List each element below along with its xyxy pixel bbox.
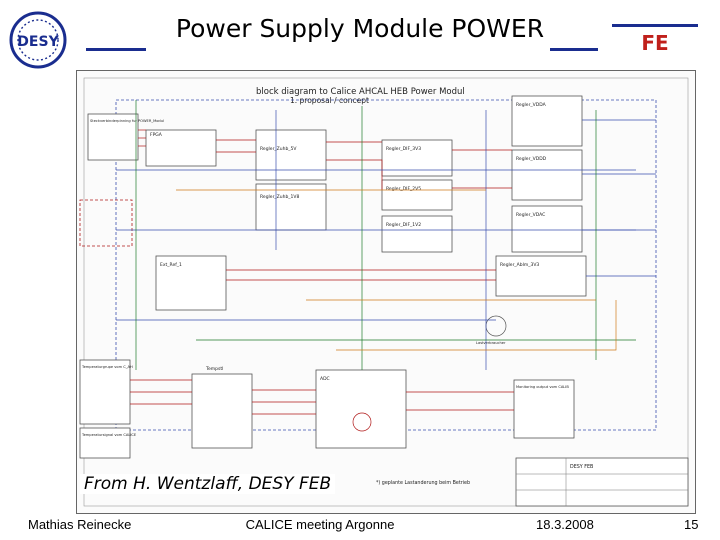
group-left-dashed <box>79 199 133 247</box>
block-ext-ref-label: Ext_Ref_1 <box>160 262 182 268</box>
sheet-heading: block diagram to Calice AHCAL HEB Power … <box>256 87 465 97</box>
block-regler-2v5 <box>381 179 453 211</box>
block-temp-sensors-2 <box>79 427 131 459</box>
block-regler-shunt-label: Regler_Ablm_3V3 <box>500 262 539 268</box>
block-regler-vdda-label: Regler_VDDA <box>516 102 547 108</box>
footer-date: 18.3.2008 <box>536 517 594 532</box>
block-regler-3v3 <box>381 139 453 177</box>
desy-logo: DESY <box>9 11 67 69</box>
block-regler-shunt <box>495 255 587 297</box>
block-regler-1v2 <box>381 215 453 253</box>
desy-logo-text: DESY <box>17 34 59 50</box>
block-regler-vddd-label: Regler_VDDD <box>516 156 547 162</box>
block-fpga-label: FPGA <box>150 132 163 138</box>
block-regler-vddd <box>511 149 583 201</box>
sheet-inner-frame <box>83 77 689 507</box>
title-block-text: DESY FEB <box>570 464 593 470</box>
block-regler-1v8-label: Regler_Zuhb_1V8 <box>260 194 300 200</box>
block-regler-3v3-label: Regler_DIF_3V3 <box>386 146 421 152</box>
fe-badge-text: FE <box>641 31 668 54</box>
block-regler-vdac-label: Regler_VDAC <box>516 212 545 218</box>
wires-orange <box>176 189 617 351</box>
block-monitoring-label: Monitoring output vom CALIB <box>516 385 569 389</box>
sheet-footnote: *) geplante Lastanderung beim Betrieb <box>376 480 470 486</box>
schematic-sheet: block diagram to Calice AHCAL HEB Power … <box>76 70 696 514</box>
block-monitoring <box>513 379 575 439</box>
title-rule-left <box>86 48 146 51</box>
load-symbol-label: Lastverbraucher <box>476 341 506 345</box>
block-temp-sensors <box>79 359 131 425</box>
block-regler-2v5-label: Regler_DIF_2V5 <box>386 186 421 192</box>
block-mux <box>191 373 253 449</box>
wires-red <box>130 129 514 415</box>
footer-author: Mathias Reinecke <box>28 517 132 532</box>
block-connector-in <box>87 113 139 161</box>
block-temp-sensors-label: Temperaturgrupe vom C_AH <box>81 365 133 369</box>
block-regler-vdac <box>511 205 583 253</box>
block-regler-5 <box>255 129 327 181</box>
diagram-caption: From H. Wentzlaff, DESY FEB <box>80 474 336 494</box>
block-regler-5-label: Regler_Zuhb_5V <box>260 146 297 152</box>
fe-badge: FE <box>612 24 698 54</box>
wires-blue <box>116 110 656 370</box>
block-adc <box>315 369 407 449</box>
title-rule-right <box>550 48 598 51</box>
block-temp-sensors-2-label: Temperatursignal vom CALICE <box>81 433 137 437</box>
block-regler-1v8 <box>255 183 327 231</box>
block-connector-in-label: Steckverbinderpinning fur POWER_Modul <box>90 119 164 123</box>
footer-page-number: 15 <box>684 517 699 532</box>
footer-event: CALICE meeting Argonne <box>245 517 395 532</box>
block-regler-vdda <box>511 95 583 147</box>
block-ext-ref <box>155 255 227 311</box>
block-regler-1v2-label: Regler_DIF_1V2 <box>386 222 421 228</box>
adc-symbol <box>352 412 372 432</box>
sheet-title-block <box>515 457 689 507</box>
block-mux-label: Tempstl <box>205 366 223 372</box>
block-fpga <box>145 129 217 167</box>
wires-green <box>135 100 636 370</box>
block-adc-label: ADC <box>320 376 330 382</box>
sheet-subheading: 1. proposal / concept <box>290 96 369 105</box>
page-title: Power Supply Module POWER <box>175 14 545 43</box>
